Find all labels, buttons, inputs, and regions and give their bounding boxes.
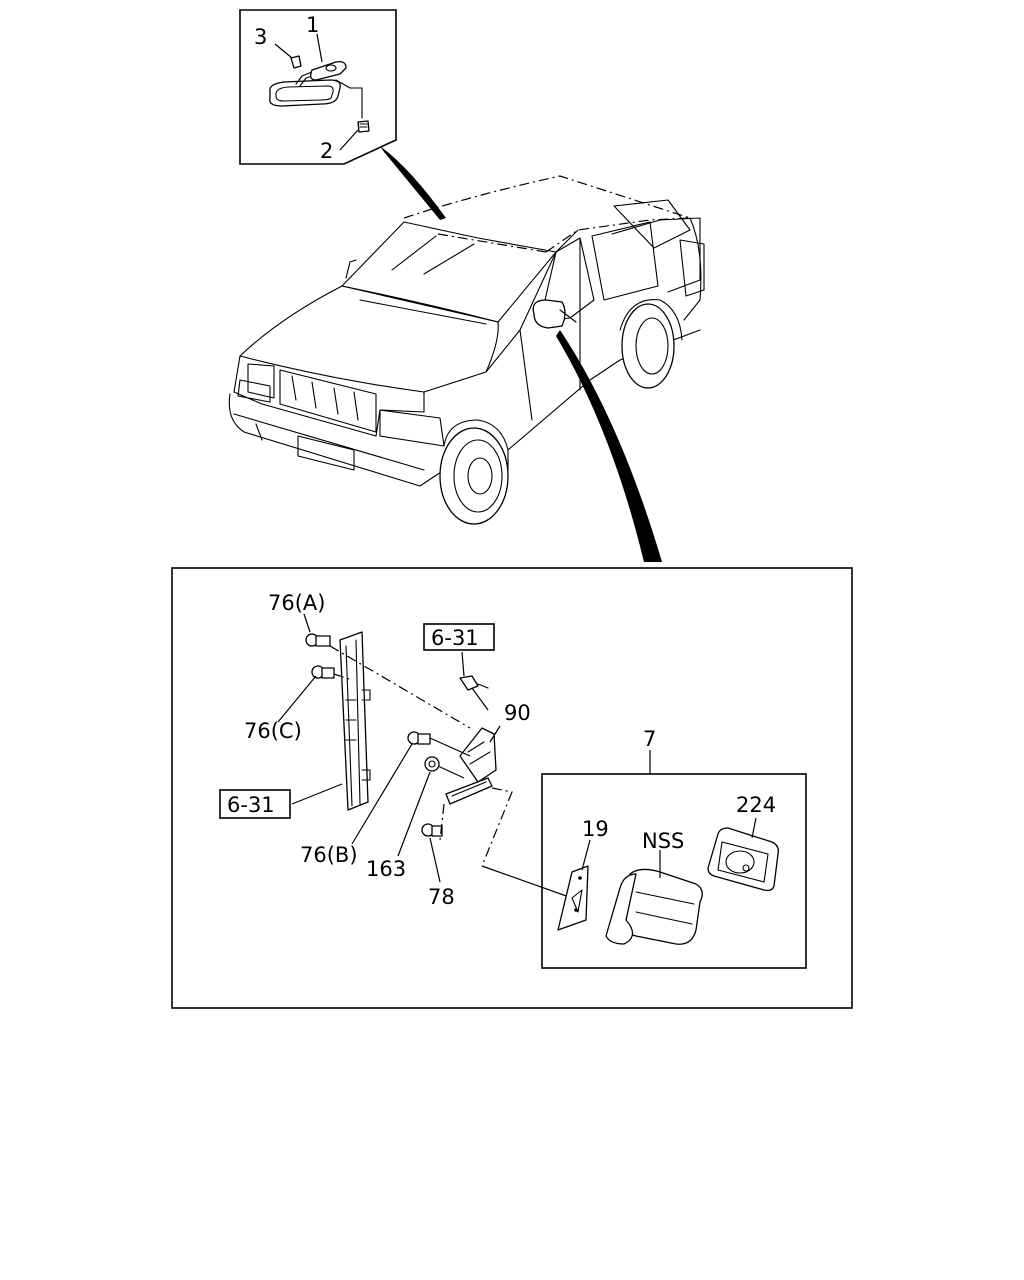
bolt-78 bbox=[421, 823, 443, 837]
callout-19: 19 bbox=[582, 817, 609, 841]
mirror-assembly-subbox bbox=[541, 773, 807, 969]
gasket-19 bbox=[557, 865, 589, 931]
callout-1: 1 bbox=[306, 13, 319, 37]
callout-6-31-left: 6-31 bbox=[227, 793, 275, 817]
rearview-mirror-part bbox=[269, 55, 370, 133]
callout-224: 224 bbox=[736, 793, 776, 817]
callout-78: 78 bbox=[428, 885, 455, 909]
callout-76b: 76(B) bbox=[300, 843, 358, 867]
outside-mirror-parts-box bbox=[171, 567, 853, 1009]
inset-rearview-mirror: 3 1 2 bbox=[239, 9, 397, 165]
callout-nss: NSS bbox=[642, 829, 684, 853]
ref-box-6-31-left bbox=[219, 789, 291, 819]
ref-box-6-31-top bbox=[423, 623, 495, 651]
callout-3: 3 bbox=[254, 25, 267, 49]
callout-76a: 76(A) bbox=[268, 591, 325, 615]
bolt-76b bbox=[407, 731, 431, 745]
vehicle-illustration bbox=[228, 175, 705, 525]
pointer-to-door-mirror bbox=[556, 330, 662, 562]
callout-6-31-top: 6-31 bbox=[431, 626, 479, 650]
callout-7: 7 bbox=[643, 727, 656, 751]
callout-90: 90 bbox=[504, 701, 531, 725]
pointer-to-windshield bbox=[380, 146, 446, 220]
inset-frame bbox=[239, 9, 397, 165]
door-frame-channel bbox=[339, 631, 371, 811]
clip-6-31 bbox=[459, 675, 489, 691]
callout-2: 2 bbox=[320, 139, 333, 163]
bracket-90 bbox=[445, 727, 497, 805]
nut-163 bbox=[424, 756, 440, 772]
callout-76c: 76(C) bbox=[244, 719, 302, 743]
callout-163: 163 bbox=[366, 857, 406, 881]
outside-mirror-nss bbox=[605, 868, 703, 945]
bolt-76c bbox=[311, 665, 335, 679]
mirror-glass-224 bbox=[707, 827, 780, 892]
bolt-76a bbox=[305, 633, 331, 647]
